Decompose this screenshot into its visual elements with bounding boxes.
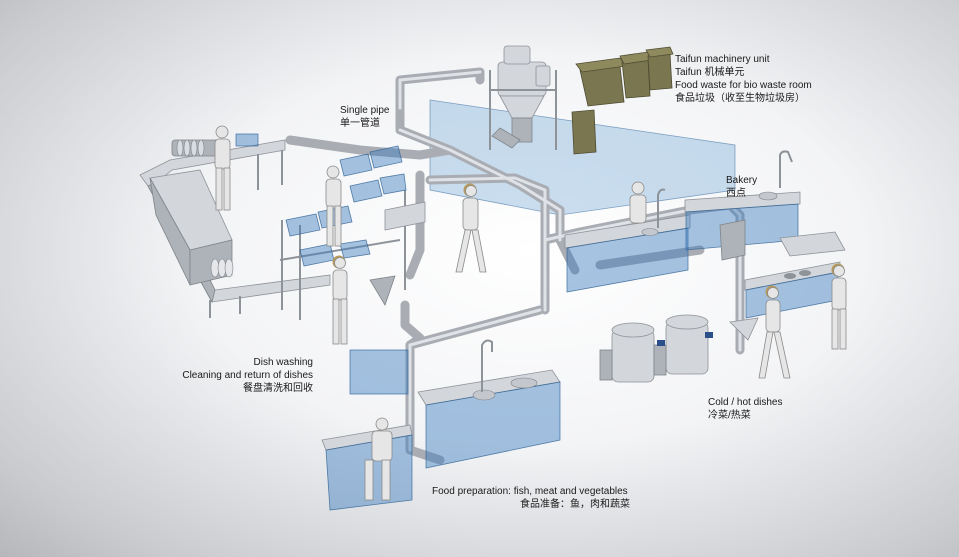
label-dish-washing-en: Dish washing xyxy=(253,357,313,368)
label-food-prep: Food preparation: fish, meat and vegetab… xyxy=(432,485,630,511)
label-food-prep-en: Food preparation: fish, meat and vegetab… xyxy=(432,486,628,497)
plate-stack xyxy=(210,258,234,278)
label-dish-washing: Dish washing Cleaning and return of dish… xyxy=(150,356,313,395)
label-food-waste-en: Food waste for bio waste room xyxy=(675,80,812,91)
label-bakery-en: Bakery xyxy=(726,175,758,186)
dish-washing-conveyor xyxy=(139,133,331,318)
label-dish-washing-sub: Cleaning and return of dishes xyxy=(182,370,313,381)
label-food-prep-zh: 食品准备：鱼，肉和蔬菜 xyxy=(520,499,630,510)
food-waste-bins xyxy=(571,46,674,155)
cooking-kettles xyxy=(599,314,713,383)
label-single-pipe: Single pipe 单一管道 xyxy=(340,104,389,130)
woman-returning-tray xyxy=(332,255,348,345)
cold-hot-dishes-station xyxy=(599,231,846,383)
label-bakery-zh: 西点 xyxy=(726,188,746,199)
worker-dish-rack xyxy=(214,125,231,211)
label-taifun: Taifun machinery unit Taifun 机械单元 Food w… xyxy=(675,53,812,105)
tray-return-station xyxy=(279,145,426,320)
vacuum-pipe-network xyxy=(285,67,745,465)
worker-cold-hot-1 xyxy=(758,285,791,379)
label-cold-hot-zh: 冷菜/热菜 xyxy=(708,410,751,421)
woman-walking xyxy=(455,183,487,273)
label-dish-washing-zh: 餐盘清洗和回收 xyxy=(243,383,313,394)
bakery-station xyxy=(564,150,801,293)
label-taifun-zh: Taifun 机械单元 xyxy=(675,67,745,78)
worker-tray-return xyxy=(325,165,342,247)
label-food-waste-zh: 食品垃圾（收至生物垃圾房） xyxy=(675,93,805,104)
taifun-machinery-unit xyxy=(489,45,557,150)
worker-cold-hot-2 xyxy=(831,263,847,350)
worker-bakery xyxy=(629,181,647,224)
waste-room-glass-panel xyxy=(429,99,736,216)
label-single-pipe-zh: 单一管道 xyxy=(340,118,380,129)
dish-rack-top xyxy=(171,133,259,157)
label-cold-hot-en: Cold / hot dishes xyxy=(708,397,783,408)
worker-food-prep xyxy=(364,417,393,501)
label-taifun-en: Taifun machinery unit xyxy=(675,54,770,65)
label-single-pipe-en: Single pipe xyxy=(340,105,390,116)
label-cold-hot: Cold / hot dishes 冷菜/热菜 xyxy=(708,396,783,422)
label-bakery: Bakery 西点 xyxy=(726,174,757,200)
